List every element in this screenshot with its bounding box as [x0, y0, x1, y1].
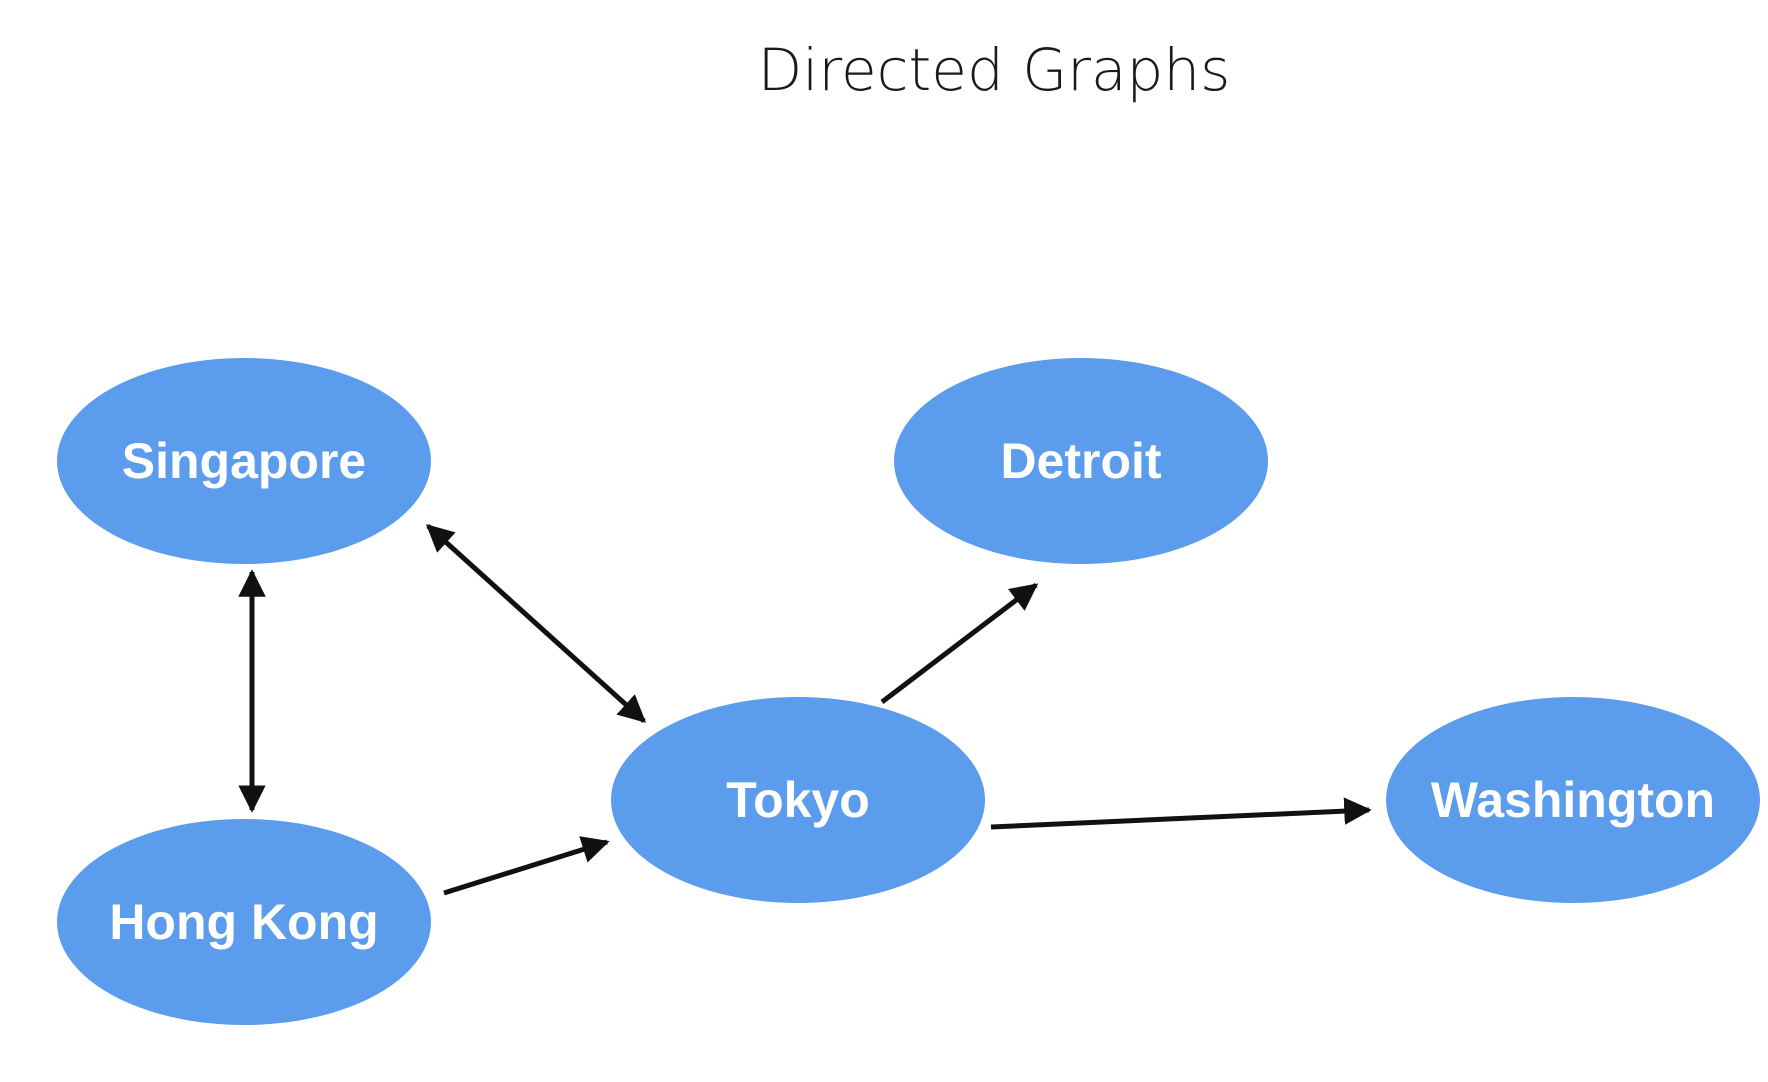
node-detroit-label: Detroit	[1000, 433, 1161, 489]
node-detroit-shape	[894, 358, 1268, 564]
node-singapore[interactable]: Singapore	[57, 358, 431, 564]
node-washington-shape	[1386, 697, 1760, 903]
edge-tokyo-detroit	[880, 583, 1039, 704]
node-hongkong[interactable]: Hong Kong	[57, 819, 431, 1025]
edge-hongkong-tokyo	[443, 836, 610, 896]
node-tokyo[interactable]: Tokyo	[611, 697, 985, 903]
edge-tokyo-washington	[990, 797, 1372, 830]
node-singapore-shape	[57, 358, 431, 564]
node-detroit[interactable]: Detroit	[894, 358, 1268, 564]
edge-singapore-tokyo	[425, 524, 647, 723]
node-tokyo-label: Tokyo	[726, 772, 870, 828]
edges	[238, 524, 1372, 896]
node-washington-label: Washington	[1431, 772, 1715, 828]
node-hongkong-shape	[57, 819, 431, 1025]
node-tokyo-shape	[611, 697, 985, 903]
node-singapore-label: Singapore	[122, 433, 366, 489]
node-washington[interactable]: Washington	[1386, 697, 1760, 903]
diagram-title: Directed Graphs	[757, 36, 1231, 104]
node-hongkong-label: Hong Kong	[109, 894, 378, 950]
